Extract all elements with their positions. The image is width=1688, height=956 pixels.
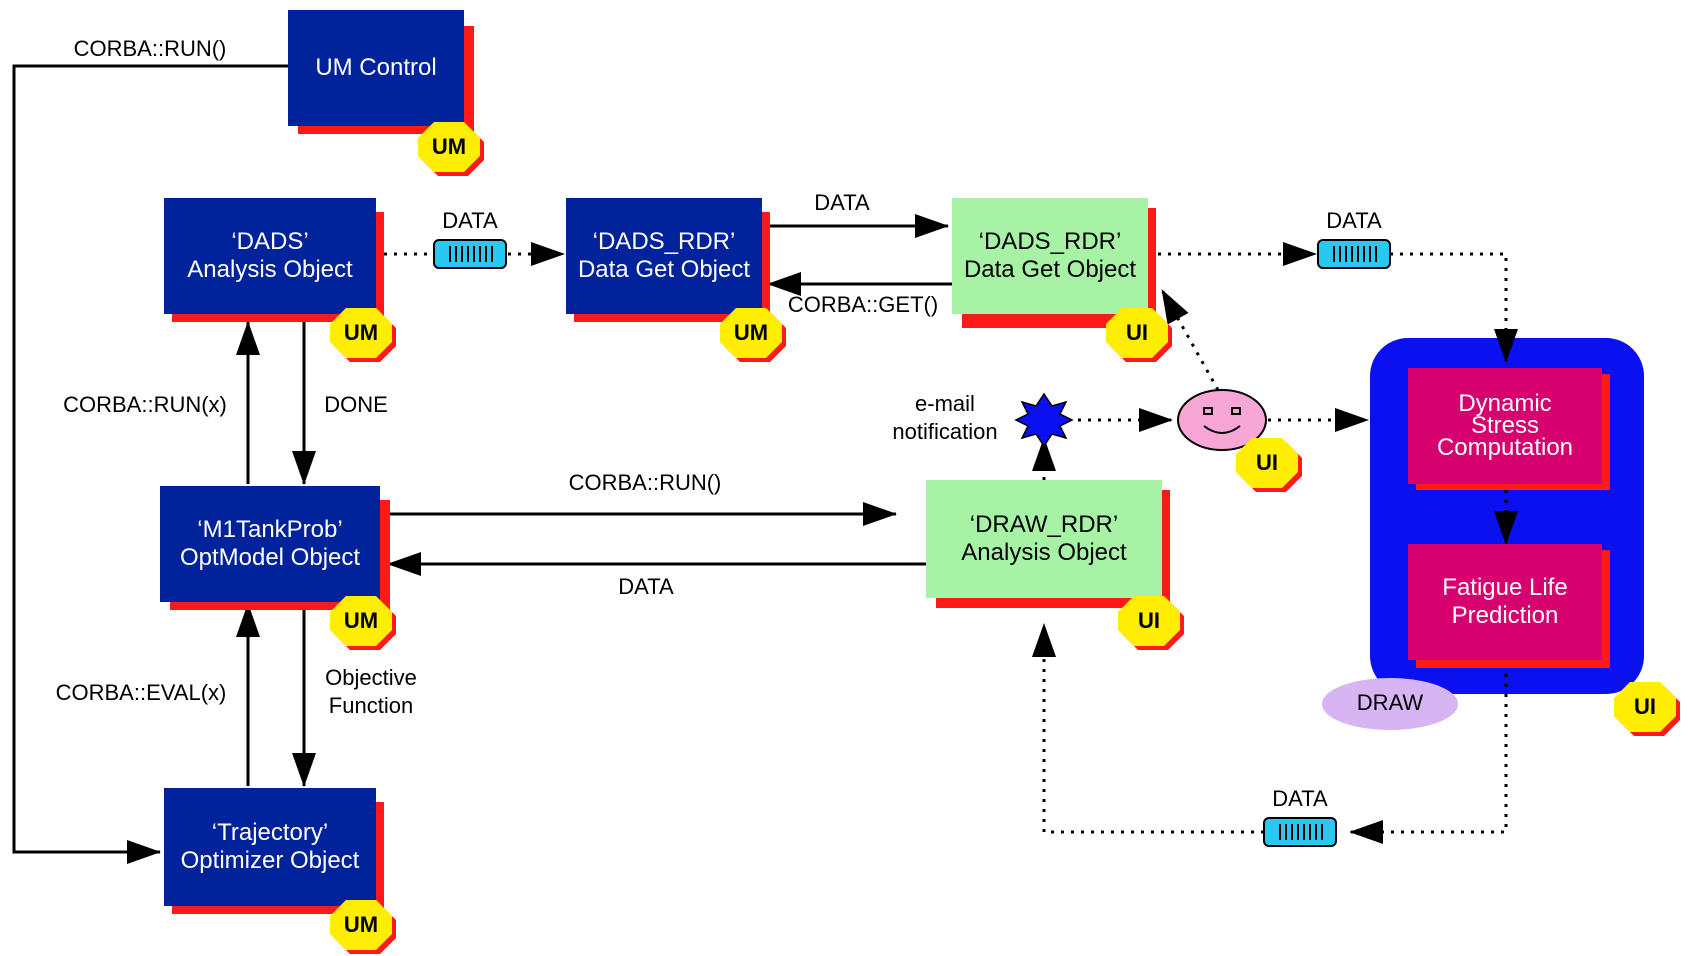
draw-ellipse [1322, 678, 1458, 730]
badge-drawrdr-text: UI [1138, 608, 1160, 633]
dads-analysis-box[interactable]: ‘DADS’ Analysis Object [164, 198, 376, 314]
label-email-notification: e-mail notification [892, 391, 998, 444]
email-burst-icon [1014, 392, 1074, 448]
badge-dadsrdr-ui-text: UI [1126, 320, 1148, 345]
arrow-umcontrol-to-trajectory [12, 64, 288, 864]
badge-draw-text: UI [1634, 694, 1656, 719]
label-data-dads: DATA [442, 208, 498, 233]
badge-dadsrdr-um: UM [720, 306, 790, 364]
m1tankprob-box[interactable]: ‘M1TankProb’ OptModel Object [160, 486, 380, 602]
label-corba-eval: CORBA::EVAL(x) [55, 680, 227, 705]
badge-drawrdr: UI [1118, 594, 1188, 652]
label-data-bottom: DATA [1272, 786, 1328, 811]
arrow-fatigue-to-queue [1349, 664, 1508, 844]
label-corba-run-x: CORBA::RUN(x) [63, 392, 227, 417]
smiley-icon [1177, 389, 1267, 451]
badge-m1tank: UM [330, 594, 400, 652]
queue-dads [433, 239, 507, 269]
badge-dadsrdr-um-text: UM [733, 320, 769, 345]
label-corba-get: CORBA::GET() [787, 292, 939, 317]
dads-rdr-ui-box[interactable]: ‘DADS_RDR’ Data Get Object [952, 198, 1148, 314]
arrow-queue-to-drawrdr [1032, 623, 1264, 834]
draw-label: DRAW [1356, 690, 1424, 715]
badge-draw: UI [1614, 680, 1684, 738]
fatigue-box[interactable]: Fatigue Life Prediction [1408, 544, 1602, 660]
badge-trajectory: UM [330, 898, 400, 956]
badge-trajectory-text: UM [343, 912, 379, 937]
label-data-mid: DATA [618, 574, 674, 599]
badge-m1tank-text: UM [343, 608, 379, 633]
queue-bottom [1263, 817, 1337, 847]
label-data-right: DATA [1326, 208, 1382, 233]
badge-um-control: UM [418, 120, 488, 178]
badge-dads-text: UM [343, 320, 379, 345]
badge-dadsrdr-ui: UI [1106, 306, 1176, 364]
badge-dads: UM [330, 306, 400, 364]
trajectory-box[interactable]: ‘Trajectory’ Optimizer Object [164, 788, 376, 906]
badge-um-control-text: UM [431, 134, 467, 159]
queue-right [1317, 239, 1391, 269]
draw-rdr-box[interactable]: ‘DRAW_RDR’ Analysis Object [926, 480, 1162, 598]
label-done: DONE [324, 392, 388, 417]
label-corba-run-mid: CORBA::RUN() [568, 470, 722, 495]
dads-rdr-um-box[interactable]: ‘DADS_RDR’ Data Get Object [566, 198, 762, 314]
dynamic-stress-box[interactable]: Dynamic Stress Computation [1408, 368, 1602, 484]
badge-smiley-text: UI [1256, 450, 1278, 475]
label-corba-run-top: CORBA::RUN() [73, 36, 227, 61]
badge-smiley: UI [1236, 436, 1306, 494]
um-control-box[interactable]: UM Control [288, 10, 464, 126]
label-objective-function: Objective Function [325, 665, 417, 718]
label-data-top: DATA [814, 190, 870, 215]
